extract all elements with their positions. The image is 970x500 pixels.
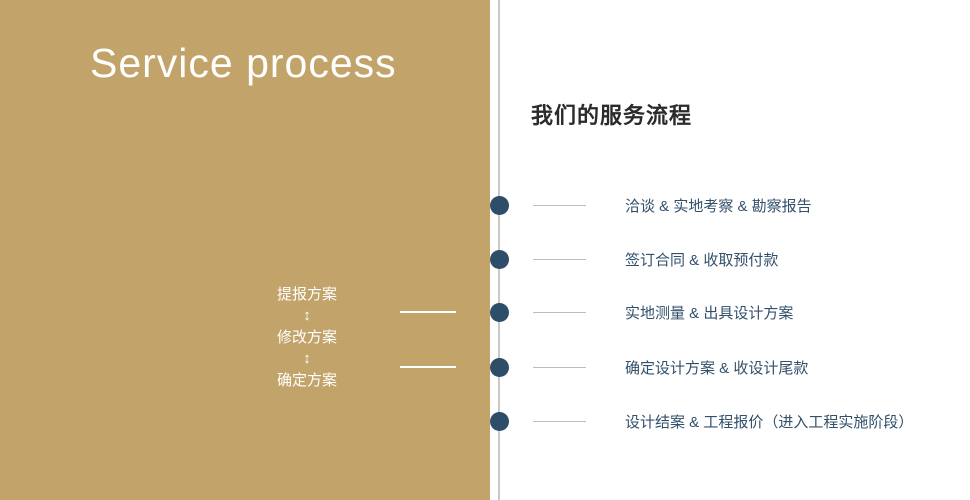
chinese-section-title: 我们的服务流程	[531, 103, 693, 128]
flow-step-row: 设计结案 & 工程报价（进入工程实施阶段）	[533, 410, 913, 432]
up-down-arrow-icon: ↕	[303, 350, 311, 367]
flow-step-row: 洽谈 & 实地考察 & 勘察报告	[533, 194, 812, 216]
up-down-arrow-icon: ↕	[303, 307, 311, 324]
connector-line-white	[400, 311, 456, 313]
connector-line-gray	[533, 258, 586, 260]
connector-line-gray	[533, 420, 586, 422]
flow-step-label: 洽谈 & 实地考察 & 勘察报告	[625, 197, 812, 215]
flow-step-row: 签订合同 & 收取预付款	[533, 248, 778, 270]
timeline-dot	[490, 196, 509, 215]
step-label-revise-plan: 修改方案	[276, 329, 337, 346]
flow-step-label: 设计结案 & 工程报价（进入工程实施阶段）	[625, 413, 914, 431]
timeline-dot	[490, 250, 509, 269]
connector-line-gray	[533, 311, 586, 313]
flow-step-label: 签订合同 & 收取预付款	[625, 251, 779, 269]
step-label-confirm-plan: 确定方案	[276, 372, 337, 389]
flow-step-label: 确定设计方案 & 收设计尾款	[625, 359, 809, 377]
plan-steps-column: 提报方案 ↕ 修改方案 ↕ 确定方案	[252, 284, 362, 391]
flow-step-label: 实地测量 & 出具设计方案	[625, 304, 794, 322]
connector-line-gray	[533, 204, 586, 206]
timeline-dot	[490, 412, 509, 431]
service-process-title: Service process	[90, 40, 397, 86]
connector-line-white	[400, 366, 456, 368]
timeline-dot	[490, 358, 509, 377]
step-label-submit-plan: 提报方案	[276, 286, 337, 303]
connector-line-gray	[533, 366, 586, 368]
left-gold-panel: Service process 提报方案 ↕ 修改方案 ↕ 确定方案	[0, 0, 490, 500]
timeline-dot	[490, 303, 509, 322]
flow-step-row: 确定设计方案 & 收设计尾款	[533, 356, 808, 378]
flow-step-row: 实地测量 & 出具设计方案	[533, 301, 793, 323]
